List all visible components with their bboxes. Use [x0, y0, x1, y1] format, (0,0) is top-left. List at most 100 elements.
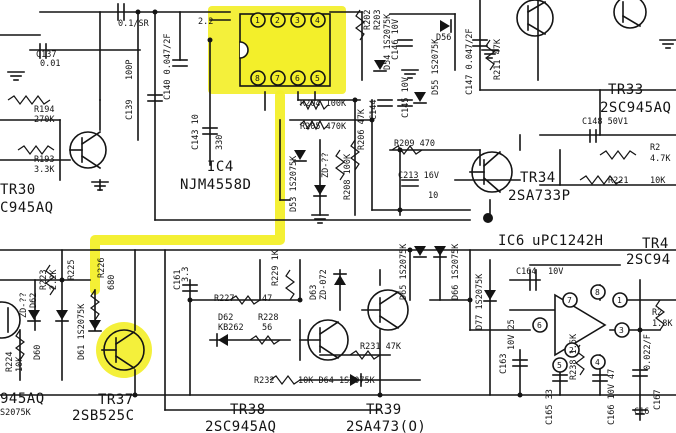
- r204-label: R204 100K: [300, 99, 347, 109]
- diode-d54: [373, 60, 387, 72]
- r228-value: 56: [262, 323, 272, 333]
- tr4x-ref-label: TR4: [642, 236, 669, 252]
- ic4-pin-5: [310, 70, 326, 86]
- transistors: [0, 0, 647, 371]
- c163-value: 10V 25: [507, 319, 517, 350]
- d55-label: D55 1S2075K: [431, 38, 441, 95]
- diode-d60: [27, 310, 41, 322]
- ic4-package: 1 2 3 4 8 7 6 5: [239, 12, 331, 87]
- capacitor-c146: [397, 39, 413, 47]
- r229-label: R229 1K: [271, 249, 281, 286]
- ic6-pin-1-label: 1: [617, 296, 622, 305]
- ic4-pin-2: [270, 12, 286, 28]
- r223-label: R223: [39, 270, 49, 290]
- d60-label: D60: [33, 345, 43, 360]
- resistor-r224: [15, 329, 25, 361]
- resistor-r209: [391, 145, 423, 155]
- tr37-part-label: 2SB525C: [72, 408, 135, 424]
- ground-symbol: [632, 409, 648, 415]
- tr34-ref-label: TR34: [520, 170, 556, 186]
- transistor-tr-topright: [613, 0, 647, 29]
- left-bottom-small-label: S2075K: [0, 408, 32, 418]
- c165-label: C165 33: [545, 389, 555, 425]
- r209-label: R209 470: [394, 139, 435, 149]
- r208-label: R208 100K: [343, 153, 353, 200]
- capacitor-c147: [472, 39, 488, 47]
- tr39-ref-label: TR39: [366, 402, 402, 418]
- d61-label: D61 1S2075K: [77, 303, 87, 360]
- c143-label: C143 10: [191, 114, 201, 150]
- r226-label: R226: [97, 258, 107, 278]
- capacitor-c163: [512, 359, 528, 367]
- c139-value: 100P: [125, 60, 135, 80]
- zd-label: ZD-??: [321, 152, 331, 178]
- resistor-r-right: [655, 299, 665, 331]
- r-top-a-label: 2.2: [198, 17, 213, 27]
- c137-label: C137: [36, 50, 56, 60]
- diode-d56: [440, 19, 452, 33]
- ic4-pin-3-label: 3: [295, 16, 300, 25]
- capacitor-c166: [592, 374, 608, 382]
- junctions: [59, 9, 643, 398]
- r194-label: R194: [34, 105, 54, 115]
- tr4x-part-label: 2SC94: [626, 252, 671, 268]
- r-right-label: R2: [652, 308, 662, 318]
- resistor-r193: [17, 145, 55, 155]
- r232-label: R232: [254, 376, 274, 386]
- c161-value: 3.3: [181, 267, 191, 282]
- d53-label: D53 1S2075K: [289, 155, 299, 212]
- c164-value: 10V: [548, 267, 563, 277]
- zd72-label: ZD-072: [319, 269, 329, 300]
- ic6-pin-4: [590, 354, 606, 370]
- diode-zd: [293, 150, 307, 162]
- transistor-tr33-top: [516, 0, 554, 37]
- resistor-r208: [335, 149, 345, 181]
- diode-d53: [313, 185, 327, 197]
- d66-label: D66 1S2075K: [451, 243, 461, 300]
- capacitor-c164: [529, 269, 537, 291]
- r228-label: R228: [258, 313, 278, 323]
- r193-value: 3.3K: [34, 165, 55, 175]
- capacitor-c143: [202, 127, 218, 135]
- c164-label: C164: [516, 267, 536, 277]
- c140-label: C140 0.047/2F: [163, 33, 173, 100]
- r225-label: R225: [67, 260, 77, 280]
- diode-d-bottom-left: [55, 310, 69, 322]
- c144-label: C144: [369, 100, 379, 120]
- resistor-r211: [485, 39, 495, 71]
- ic6-pin-6: [532, 317, 548, 333]
- capacitor-c145: [397, 99, 413, 107]
- resistor-r205: [299, 119, 329, 131]
- capacitor-c144: [377, 99, 393, 107]
- c213-label: C213 16V: [398, 171, 439, 181]
- c148-label: C148 50V1: [582, 117, 628, 127]
- ic4-pin-5-label: 5: [315, 74, 320, 83]
- tr34-part-label: 2SA733P: [508, 188, 571, 204]
- d65-label: D65 1S2075K: [399, 243, 409, 300]
- ic4-pin-4: [310, 12, 326, 28]
- tr38-part-label: 2SC945AQ: [205, 419, 276, 433]
- c166-label: C166 10V 47: [607, 369, 617, 425]
- ic4-pin-1: [250, 12, 266, 28]
- tr30-part-label: C945AQ: [0, 200, 54, 216]
- c168-label: 0.022/F: [643, 334, 653, 370]
- c163-label: C163: [499, 354, 509, 374]
- ground-symbol: [401, 69, 419, 79]
- ic4-pin-7-label: 7: [275, 74, 280, 83]
- ground-symbol: [659, 39, 676, 49]
- resistor-r215: [599, 150, 637, 160]
- ground-symbol: [311, 214, 329, 224]
- transistor-left-bottom: [0, 301, 21, 339]
- resistor-r228: [249, 335, 281, 345]
- resistor-r204: [299, 99, 329, 111]
- ic6-pin-6-label: 6: [537, 321, 542, 330]
- c139-label: C139: [125, 100, 135, 120]
- ic6-pin-3-label: 3: [619, 326, 624, 335]
- r194-value: 270K: [34, 115, 55, 125]
- ic4-pin-6: [290, 70, 306, 86]
- d77-label: D77 1S2075K: [475, 273, 485, 330]
- tr33-ref-label: TR33: [608, 82, 644, 98]
- c143-value: 330: [215, 135, 225, 150]
- diode-d65: [413, 246, 427, 258]
- r205-label: R205 470K: [300, 122, 347, 132]
